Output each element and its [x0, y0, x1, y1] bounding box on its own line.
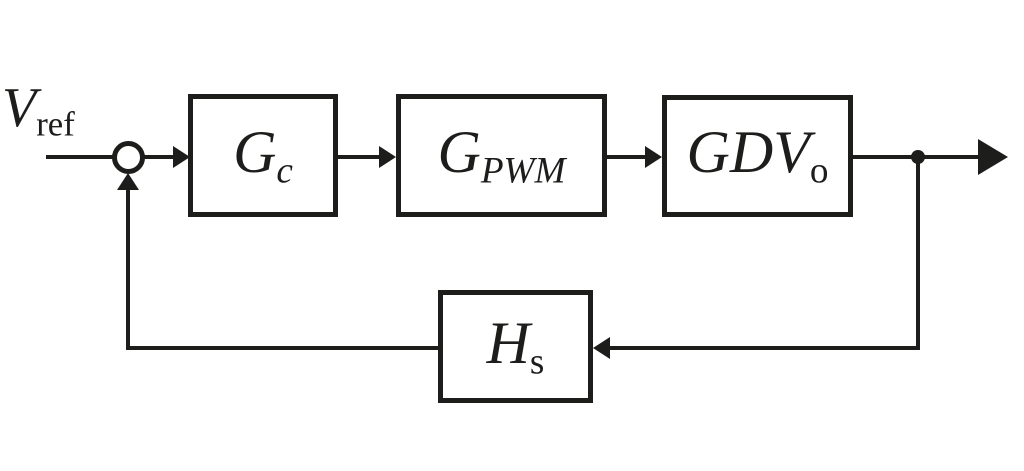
hs-label: Hs	[487, 313, 545, 381]
arrowhead-into-gpwm-icon	[379, 146, 396, 168]
gpwm-label-main: G	[437, 118, 481, 185]
gpwm-to-gdvo-line	[605, 155, 646, 159]
branch-node-dot	[911, 150, 925, 164]
hs-label-main: H	[486, 309, 530, 376]
arrowhead-into-sum-icon	[117, 173, 139, 190]
gdvo-label-subscript: o	[809, 150, 829, 192]
input-signal-label: Vref	[2, 80, 75, 142]
gpwm-label: GPWM	[437, 122, 565, 190]
block-hs: Hs	[438, 290, 593, 403]
arrowhead-into-hs-icon	[593, 337, 610, 359]
output-arrowhead-icon	[978, 139, 1008, 175]
block-gc: Gc	[188, 94, 338, 217]
gpwm-label-subscript: PWM	[480, 150, 566, 192]
block-gdvo: GDVo	[662, 95, 853, 217]
block-gpwm: GPWM	[396, 94, 607, 217]
feedback-right-line	[609, 346, 920, 350]
gc-label-subscript: c	[276, 150, 293, 192]
summing-junction	[112, 141, 145, 174]
input-signal-subscript: ref	[36, 104, 75, 144]
arrowhead-into-gdvo-icon	[645, 146, 662, 168]
gdvo-label: GDVo	[687, 122, 829, 190]
hs-label-subscript: s	[529, 341, 545, 383]
gc-to-gpwm-line	[336, 155, 380, 159]
arrowhead-into-gc-icon	[173, 146, 190, 168]
input-signal-main: V	[2, 77, 37, 139]
feedback-up-line	[126, 188, 130, 350]
sum-to-gc-line	[144, 155, 175, 159]
branch-down-line	[916, 157, 920, 350]
gdvo-label-main: GDV	[686, 119, 810, 186]
gc-label: Gc	[233, 122, 293, 190]
feedback-left-line	[127, 346, 438, 350]
input-line	[46, 155, 114, 159]
gc-label-main: G	[233, 118, 277, 185]
